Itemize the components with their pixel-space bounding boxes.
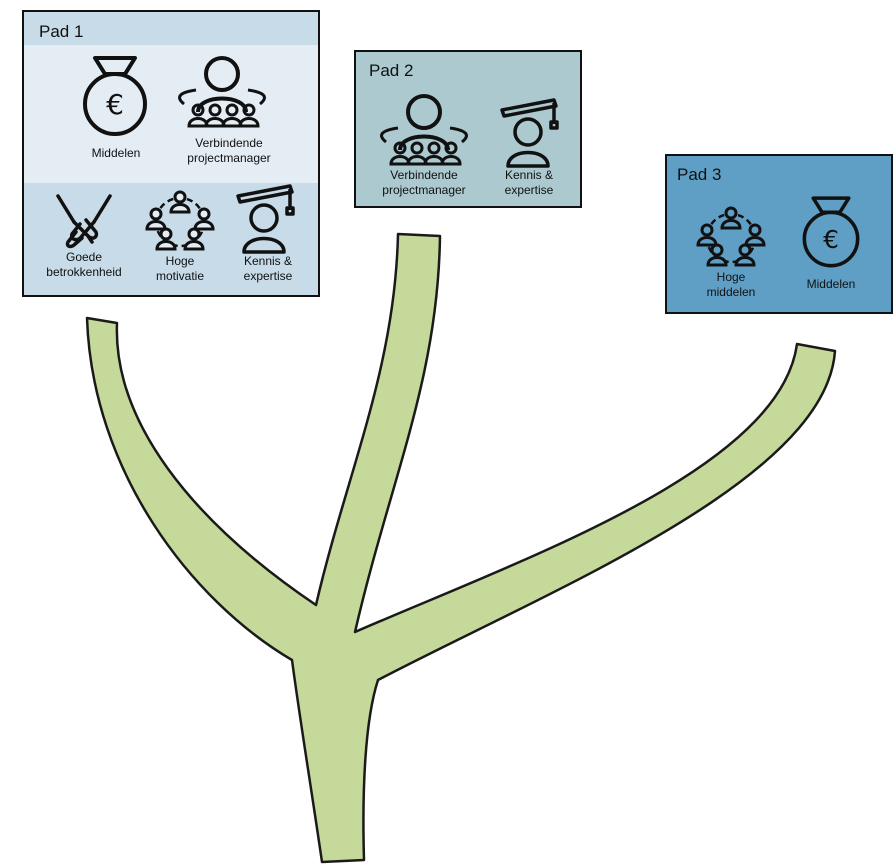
pad1-label-motivatie: Hoge motivatie bbox=[155, 254, 205, 283]
pad2-label-projectmanager: Verbindende projectmanager bbox=[382, 168, 466, 197]
pad2-label-kennis: Kennis & expertise bbox=[504, 168, 554, 197]
tree-trunk bbox=[85, 232, 837, 864]
pad3-label-hoge-middelen: Hoge middelen bbox=[706, 270, 756, 299]
pad2-title: Pad 2 bbox=[369, 61, 414, 80]
team-cycle-icon bbox=[142, 188, 218, 252]
team-cycle-icon bbox=[693, 204, 769, 268]
team-meeting-icon bbox=[172, 52, 272, 132]
pad1-label-betrokkenheid: Goede betrokkenheid bbox=[46, 250, 122, 279]
pad2-box: Pad 2 Verbindende projectmanager K bbox=[354, 50, 582, 208]
graduate-icon bbox=[234, 182, 300, 254]
pad1-title: Pad 1 bbox=[39, 22, 84, 41]
team-meeting-icon bbox=[374, 90, 474, 170]
svg-text:€: € bbox=[823, 225, 839, 254]
handshake-icon bbox=[52, 192, 116, 252]
pad3-title: Pad 3 bbox=[677, 165, 722, 184]
graduate-icon bbox=[498, 96, 564, 168]
pad3-label-middelen: Middelen bbox=[806, 277, 856, 291]
pad3-box: Pad 3 Hoge middelen € Middelen bbox=[665, 154, 893, 314]
pad1-box: Pad 1 € Middelen Verbindende projectmana… bbox=[22, 10, 320, 297]
money-bag-icon: € bbox=[799, 194, 863, 268]
pad1-top-panel bbox=[24, 45, 318, 183]
money-bag-icon: € bbox=[79, 54, 151, 136]
pad1-label-kennis: Kennis & expertise bbox=[243, 254, 293, 283]
pad1-label-middelen: Middelen bbox=[91, 146, 141, 160]
svg-text:€: € bbox=[106, 88, 124, 121]
pad1-label-projectmanager: Verbindende projectmanager bbox=[187, 136, 271, 165]
